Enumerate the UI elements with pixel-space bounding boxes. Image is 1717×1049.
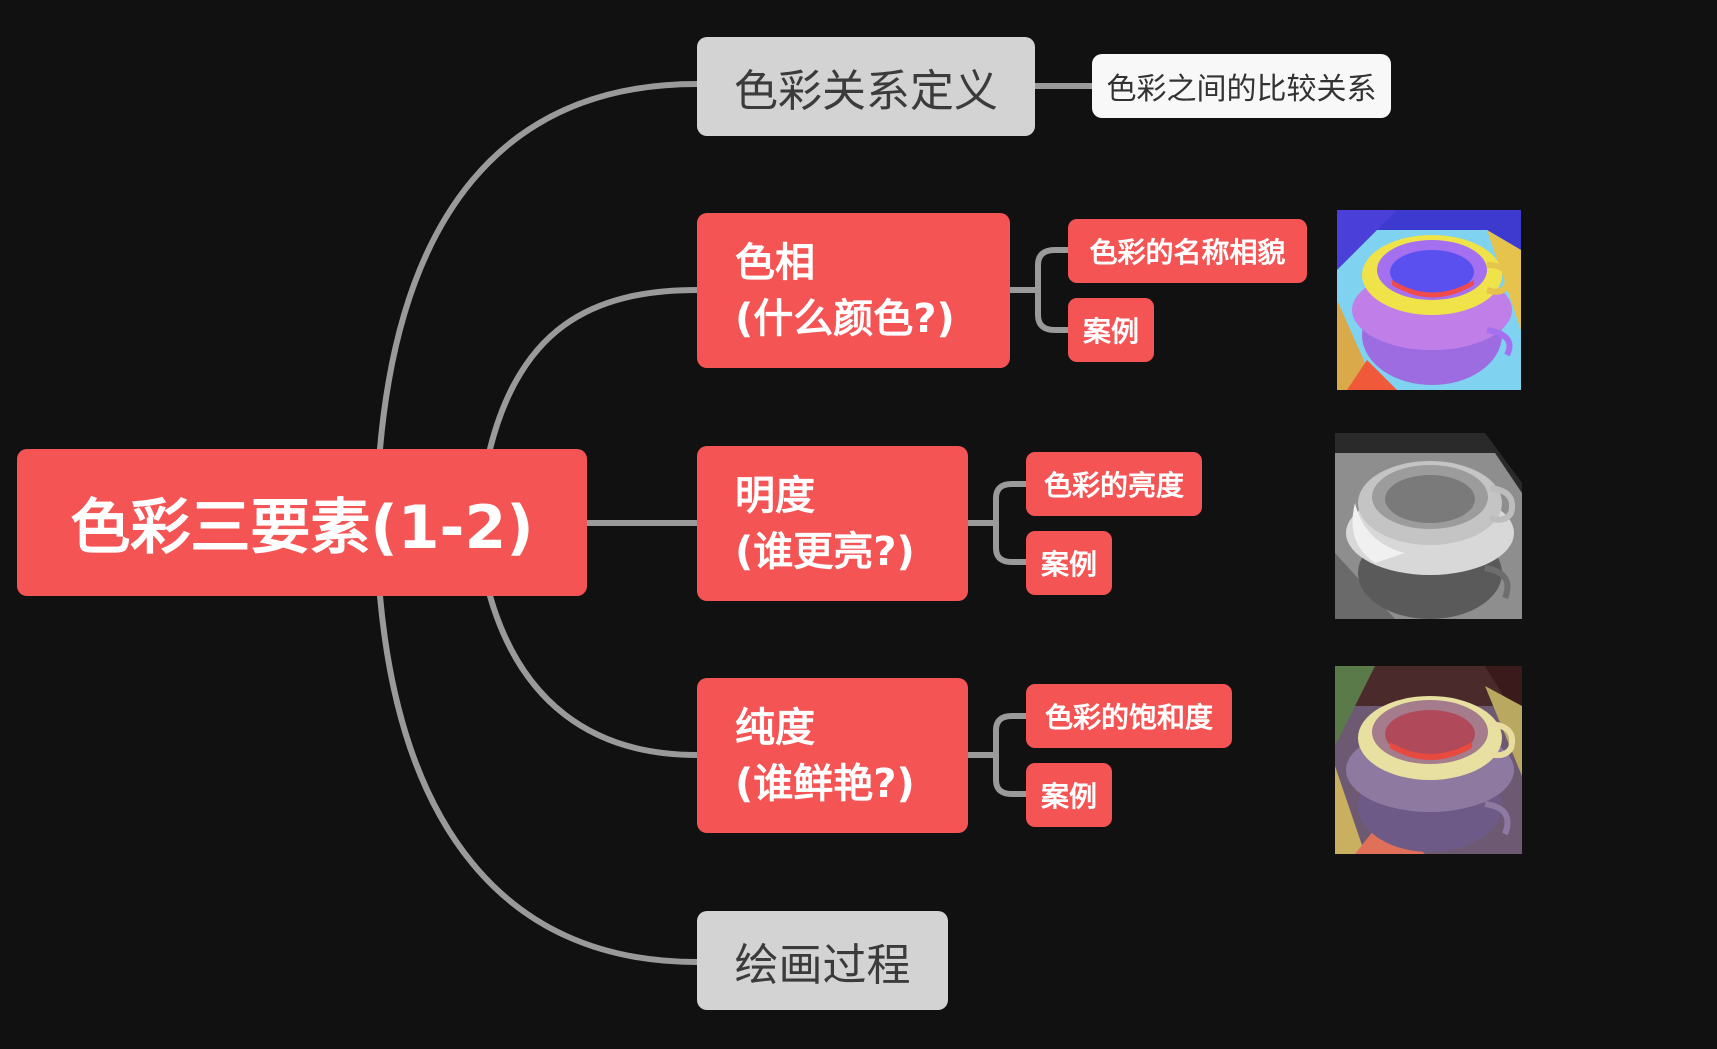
chroma-example-image [1335,666,1522,854]
process-node[interactable]: 绘画过程 [697,911,948,1010]
value-child-example-label: 案例 [1040,548,1097,581]
value-subtitle: (谁更亮?) [735,528,915,575]
value-node[interactable]: 明度 (谁更亮?) [697,446,968,601]
hue-child-example[interactable]: 案例 [1068,298,1154,362]
chroma-child-example-label: 案例 [1040,780,1097,813]
definition-node[interactable]: 色彩关系定义 [697,37,1035,136]
value-example-image [1335,433,1522,619]
definition-child-node[interactable]: 色彩之间的比较关系 [1092,54,1391,118]
chroma-child-example[interactable]: 案例 [1026,763,1112,827]
root-label: 色彩三要素(1-2) [70,493,534,563]
value-child-example[interactable]: 案例 [1026,531,1112,595]
value-child-definition-label: 色彩的亮度 [1043,469,1184,502]
root-node[interactable]: 色彩三要素(1-2) [17,449,587,596]
hue-subtitle: (什么颜色?) [735,295,955,342]
chroma-child-definition[interactable]: 色彩的饱和度 [1026,684,1232,748]
definition-label: 色彩关系定义 [734,65,998,117]
hue-example-image [1337,210,1521,390]
value-title: 明度 [735,472,815,519]
chroma-title: 纯度 [735,704,815,751]
hue-child-example-label: 案例 [1082,315,1139,348]
value-child-definition[interactable]: 色彩的亮度 [1026,452,1202,516]
definition-child-label: 色彩之间的比较关系 [1106,72,1377,107]
hue-node[interactable]: 色相 (什么颜色?) [697,213,1010,368]
hue-title: 色相 [735,239,815,286]
chroma-subtitle: (谁鲜艳?) [735,760,915,807]
chroma-child-definition-label: 色彩的饱和度 [1044,701,1213,734]
process-label: 绘画过程 [734,939,911,991]
hue-child-definition-label: 色彩的名称相貌 [1089,236,1286,269]
hue-child-definition[interactable]: 色彩的名称相貌 [1068,219,1307,283]
chroma-node[interactable]: 纯度 (谁鲜艳?) [697,678,968,833]
